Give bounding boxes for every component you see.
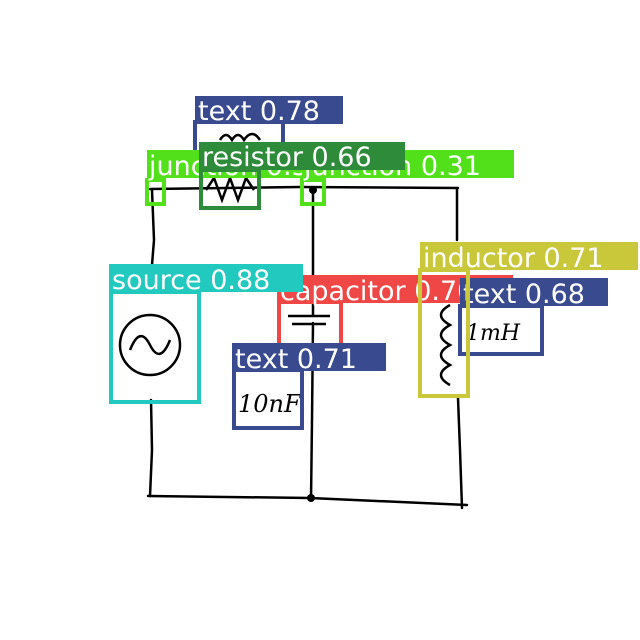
svg-text:inductor 0.71: inductor 0.71 [423, 243, 604, 274]
svg-text:text 0.78: text 0.78 [198, 96, 320, 127]
detection-source: source 0.88 [109, 264, 303, 404]
junction-dot [309, 186, 317, 194]
svg-text:source 0.88: source 0.88 [112, 265, 270, 296]
svg-text:text 0.71: text 0.71 [235, 344, 357, 375]
svg-text:resistor 0.66: resistor 0.66 [202, 142, 372, 173]
detection-resistor: resistor 0.66 [199, 142, 405, 210]
capacitor-symbol [288, 314, 330, 326]
detection-inductor: inductor 0.71 [418, 242, 638, 398]
ind-value-text: 1mH [466, 321, 521, 346]
cap-value-text: 10nF [238, 390, 302, 418]
junction-dot [307, 494, 315, 502]
detection-text-ind: text 0.68 [458, 278, 608, 356]
detection-text-cap: text 0.71 [232, 343, 386, 430]
svg-text:capacitor 0.70: capacitor 0.70 [280, 276, 474, 307]
ac-source-symbol [118, 313, 182, 377]
inductor-symbol [439, 303, 453, 387]
svg-text:text 0.68: text 0.68 [463, 279, 585, 310]
